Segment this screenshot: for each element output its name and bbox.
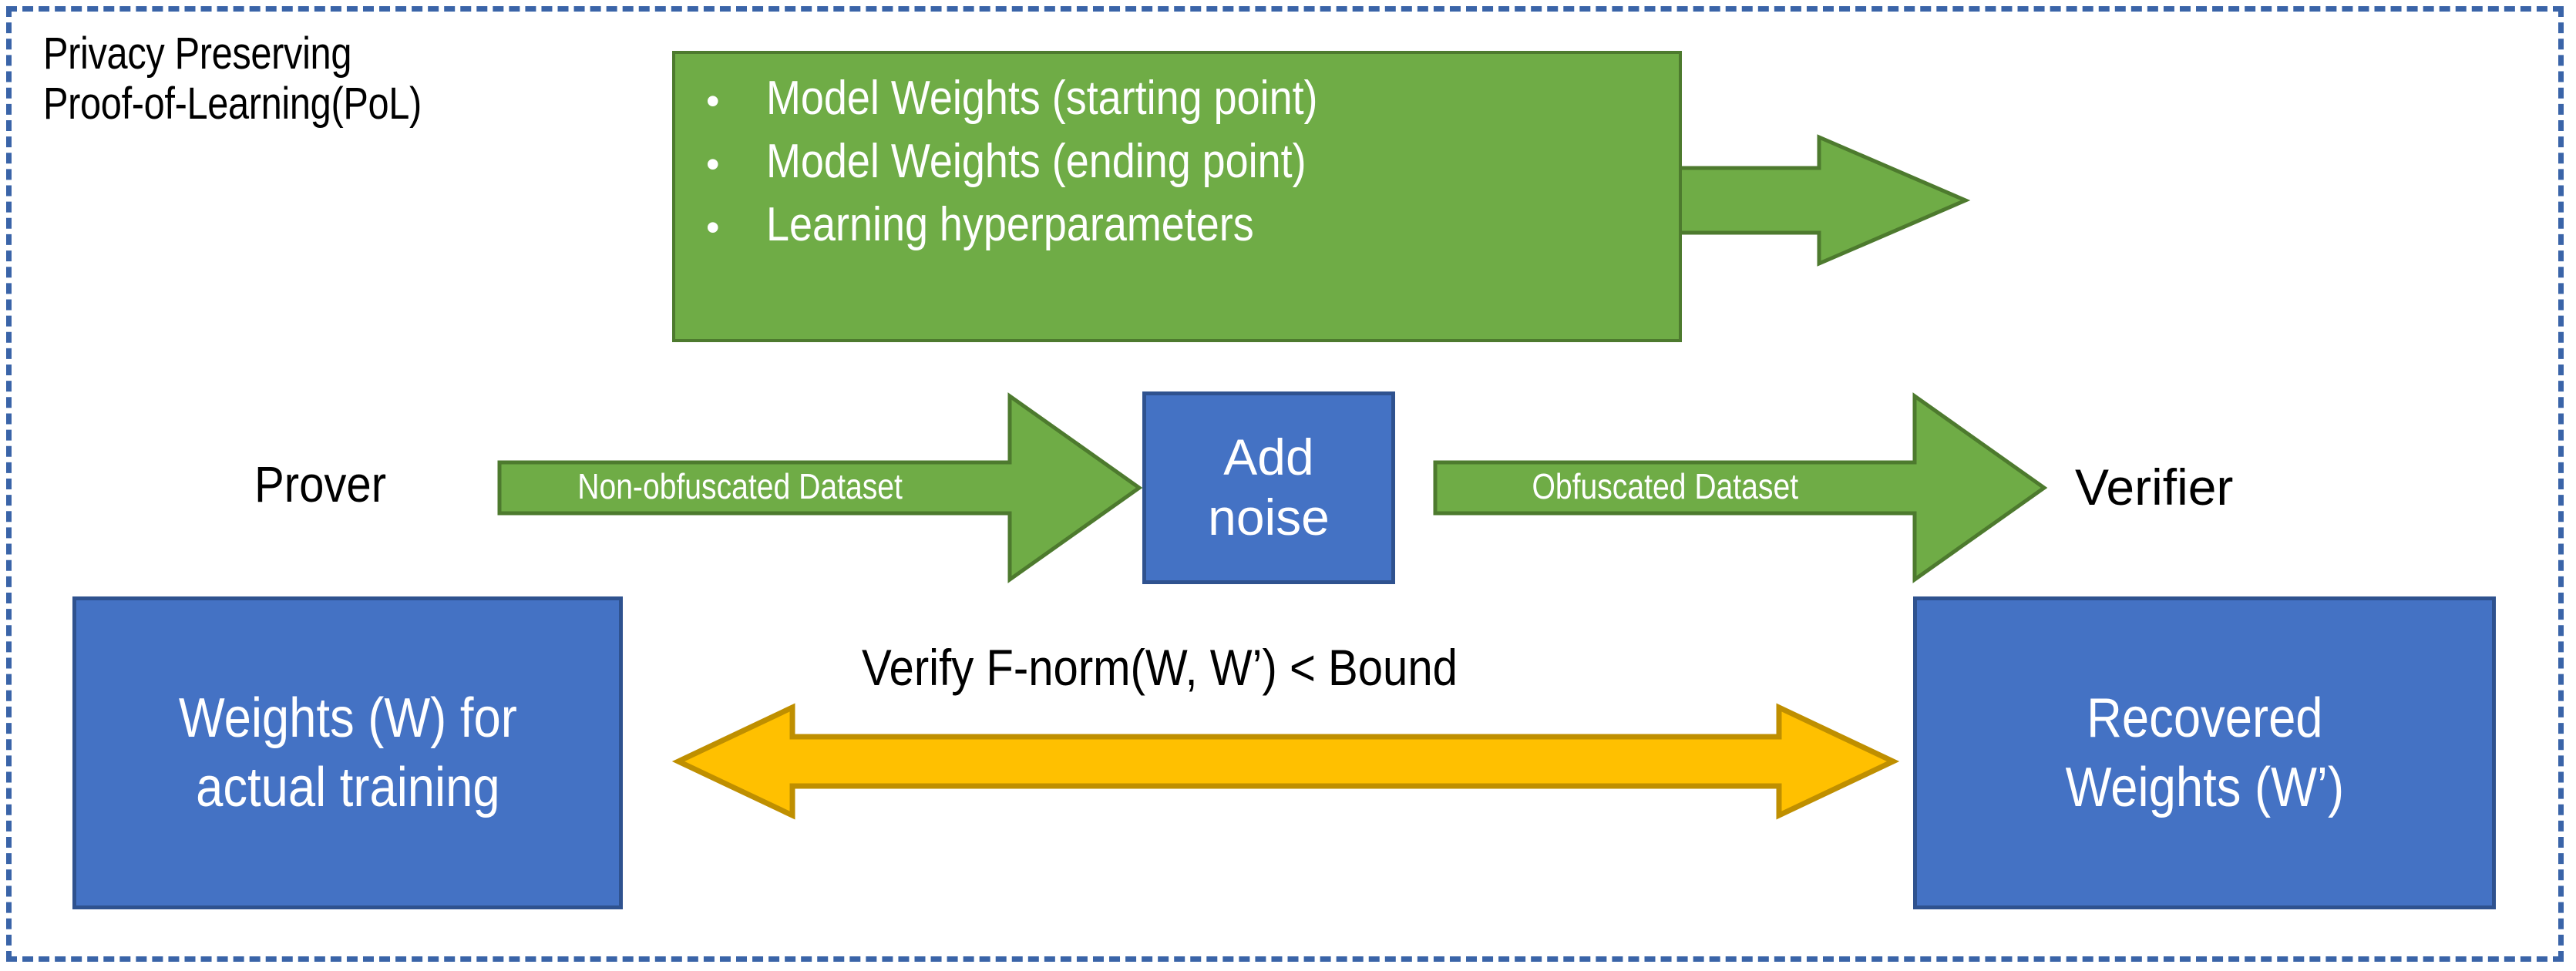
list-item: • Model Weights (ending point) xyxy=(706,137,1679,186)
pol-output-arrow xyxy=(1655,134,1971,267)
prover-weights-box: Weights (W) for actual training xyxy=(72,596,623,909)
prover-label: Prover xyxy=(254,455,387,512)
obfuscated-dataset-arrow xyxy=(1433,392,2048,583)
pol-bullet-text: Model Weights (ending point) xyxy=(766,135,1306,189)
recovered-weights-box: Recovered Weights (W’) xyxy=(1913,596,2496,909)
prover-weights-label: Weights (W) for actual training xyxy=(178,687,517,818)
bullet-glyph: • xyxy=(706,143,720,186)
non-obfuscated-dataset-arrow xyxy=(497,392,1143,583)
pol-bullet-text: Model Weights (starting point) xyxy=(766,72,1318,125)
non-obfuscated-dataset-label: Non-obfuscated Dataset xyxy=(577,466,903,506)
bullet-glyph: • xyxy=(706,206,720,250)
add-noise-box: Add noise xyxy=(1142,391,1395,584)
verifier-label: Verifier xyxy=(2075,459,2234,516)
pol-artifacts-box: • Model Weights (starting point) • Model… xyxy=(672,51,1682,342)
recovered-weights-label: Recovered Weights (W’) xyxy=(2065,687,2344,818)
pol-bullet-text: Learning hyperparameters xyxy=(766,198,1254,252)
list-item: • Learning hyperparameters xyxy=(706,200,1679,249)
list-item: • Model Weights (starting point) xyxy=(706,74,1679,123)
pol-bullet-list: • Model Weights (starting point) • Model… xyxy=(675,54,1679,250)
verify-condition-label: Verify F-norm(W, W’) < Bound xyxy=(862,639,1458,696)
bullet-glyph: • xyxy=(706,79,720,123)
add-noise-label: Add noise xyxy=(1208,428,1330,546)
title-line-1: Privacy Preserving xyxy=(43,29,352,79)
verify-double-arrow xyxy=(671,703,1900,820)
title-line-2: Proof-of-Learning(PoL) xyxy=(43,78,422,129)
outer-dashed-frame xyxy=(6,6,2564,962)
obfuscated-dataset-label: Obfuscated Dataset xyxy=(1532,466,1798,506)
